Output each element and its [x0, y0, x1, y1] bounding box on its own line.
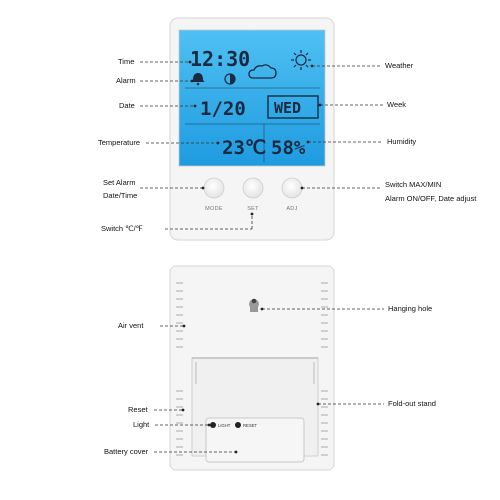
leader-lines	[140, 61, 384, 453]
hanging-hole	[249, 298, 259, 312]
label-reset: Reset	[128, 405, 148, 414]
lcd-cloud-icon	[248, 64, 277, 79]
label-air-vent: Air vent	[118, 321, 144, 330]
label-hanging-hole: Hanging hole	[388, 304, 433, 313]
label-fold-out-stand: Fold-out stand	[388, 399, 436, 408]
battery-cover	[205, 417, 305, 463]
front-device: 12:30 1/20 WED 23℃ 58% MOD	[169, 17, 335, 241]
lcd-moon-icon	[224, 73, 236, 85]
label-battery-cover: Battery cover	[104, 447, 149, 456]
air-vent-left	[176, 282, 183, 456]
label-time: Time	[118, 57, 135, 66]
label-light: Light	[133, 420, 150, 429]
lcd-sun-icon	[291, 50, 311, 70]
label-date: Date	[119, 101, 135, 110]
lcd-date: 1/20	[200, 98, 246, 120]
label-switch-unit: Switch ℃/℉	[101, 224, 143, 233]
air-vent-right	[321, 282, 328, 456]
label-weather: Weather	[385, 61, 414, 70]
leader-dots	[181, 60, 322, 454]
mode-button-label: MODE	[205, 206, 223, 212]
adj-button[interactable]	[281, 177, 303, 199]
lcd-week: WED	[274, 99, 301, 117]
label-switch-max-min: Switch MAX/MIN	[385, 180, 442, 189]
lcd-temperature: 23℃	[222, 137, 266, 159]
label-week: Week	[387, 100, 407, 109]
adj-button-label: ADJ	[286, 206, 297, 212]
mode-button[interactable]	[203, 177, 225, 199]
set-button-label: SET	[247, 206, 259, 212]
label-humidity: Humidity	[387, 137, 417, 146]
label-temperature: Temperature	[98, 138, 141, 147]
light-button-label: LIGHT	[218, 423, 231, 428]
label-set-alarm: Set Alarm	[103, 178, 136, 187]
lcd-time: 12:30	[190, 47, 250, 71]
label-alarm-on-off: Alarm ON/OFF, Date adjust	[385, 194, 477, 203]
back-device: LIGHT RESET	[169, 265, 335, 471]
set-button[interactable]	[242, 177, 264, 199]
light-button[interactable]	[210, 422, 216, 428]
reset-button[interactable]	[235, 422, 241, 428]
lcd-humidity: 58%	[271, 137, 306, 159]
reset-button-label: RESET	[243, 423, 257, 428]
lcd-alarm-bell-icon	[191, 73, 205, 86]
label-date-time: Date/Time	[103, 191, 138, 200]
lcd-week-box	[267, 95, 319, 119]
label-alarm: Alarm	[116, 76, 136, 85]
